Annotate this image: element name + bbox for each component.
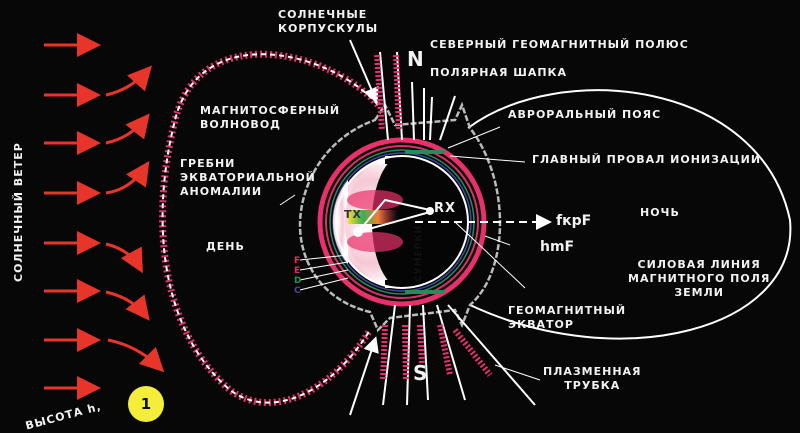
rx-label: RX <box>434 201 457 216</box>
figure-number-badge: 1 <box>128 386 164 422</box>
solar-wind-label: СОЛНЕЧНЫЙ ВЕТЕР <box>12 142 25 282</box>
field-line-label: СИЛОВАЯ ЛИНИЯ МАГНИТНОГО ПОЛЯ ЗЕМЛИ <box>628 258 771 299</box>
main-trough-label: ГЛАВНЫЙ ПРОВАЛ ИОНИЗАЦИИ <box>532 153 762 166</box>
north-label: N <box>407 47 424 71</box>
auroral-belt-label: АВРОРАЛЬНЫЙ ПОЯС <box>508 108 662 121</box>
hmf-label: hmF <box>540 239 575 255</box>
radio-path <box>353 198 552 237</box>
night-label: НОЧЬ <box>640 206 680 219</box>
tx-label: TX <box>344 208 362 221</box>
north-field-lines <box>349 39 456 141</box>
south-label: S <box>413 361 428 385</box>
layer-c-label: C <box>294 286 301 296</box>
layer-d-label: D <box>294 276 302 286</box>
ridges-label: ГРЕБНИ ЭКВАТОРИАЛЬНОЙ АНОМАЛИИ <box>180 157 316 198</box>
fkpf-label: fкрF <box>556 213 592 229</box>
south-coils <box>380 324 493 381</box>
waveguide-label: МАГНИТОСФЕРНЫЙ ВОЛНОВОД <box>200 104 341 131</box>
plasmasphere-boundary <box>298 101 502 333</box>
plasma-tube-label: ПЛАЗМЕННАЯ ТРУБКА <box>543 365 642 392</box>
north-coils <box>374 54 402 131</box>
south-field-lines <box>349 304 536 416</box>
geomagnetic-equator-label: ГЕОМАГНИТНЫЙ ЭКВАТОР <box>508 304 627 331</box>
polar-cap-label: ПОЛЯРНАЯ ШАПКА <box>430 66 568 79</box>
layer-f-label: F <box>294 256 301 266</box>
solar-corpuscles-label: СОЛНЕЧНЫЕ КОРПУСКУЛЫ <box>278 8 379 35</box>
north-pole-label: СЕВЕРНЫЙ ГЕОМАГНИТНЫЙ ПОЛЮС <box>430 38 689 51</box>
night-field-line <box>467 89 792 340</box>
solar-wind-arrows <box>44 33 165 400</box>
leader-lines <box>279 126 541 381</box>
magnetospheric-waveguide-coil <box>159 50 381 407</box>
layer-e-label: E <box>294 266 301 276</box>
twilight-label: СУМЕРКИ <box>414 224 424 282</box>
day-label: ДЕНЬ <box>206 240 245 253</box>
